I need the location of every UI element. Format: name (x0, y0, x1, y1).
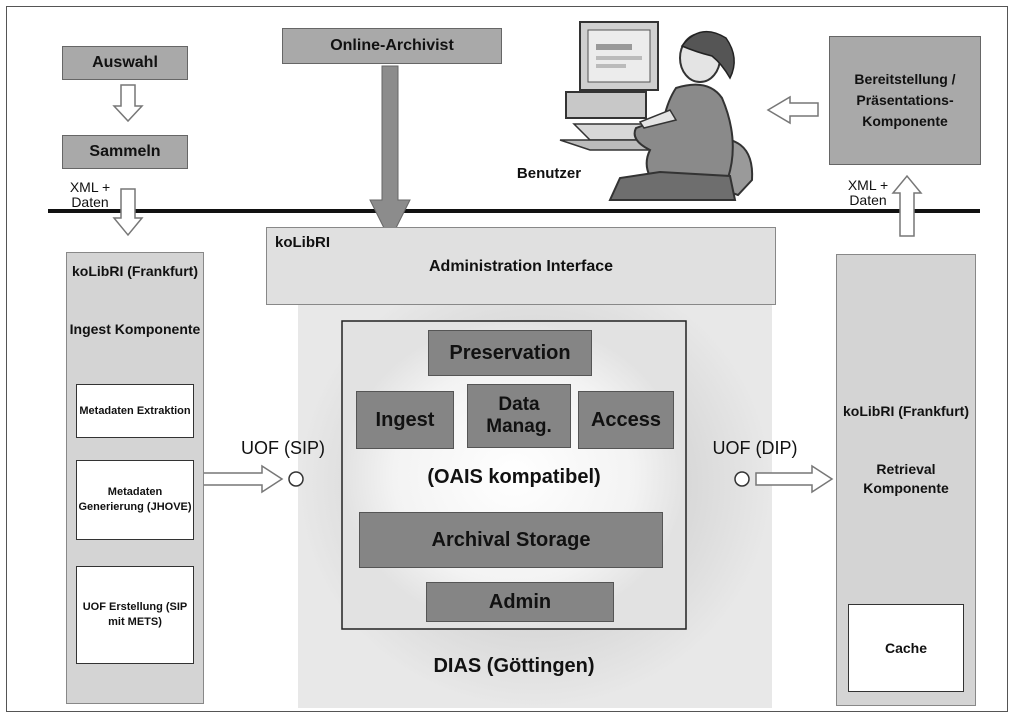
uof-dip-label: UOF (DIP) (712, 438, 798, 458)
arrow-retrieval-bereitstellung (891, 174, 923, 237)
arrow-uof-dip (755, 464, 834, 494)
xml-daten-left: XML + Daten (69, 179, 111, 211)
ingest-box: Ingest (356, 391, 454, 449)
arrow-sammeln-ingest (112, 188, 144, 237)
retrieval-column-title: koLibRI (Frankfurt) (843, 403, 969, 419)
access-box: Access (578, 391, 674, 449)
metadaten-extraktion-box: Metadaten Extraktion (76, 384, 194, 438)
arrow-uof-sip (201, 464, 284, 494)
archival-storage-box: Archival Storage (359, 512, 663, 568)
ingest-column-subtitle: Ingest Komponente (69, 321, 201, 337)
admin-interface-label: Administration Interface (428, 258, 614, 275)
uof-erstellung-box: UOF Erstellung (SIP mit METS) (76, 566, 194, 664)
user-illustration (559, 21, 754, 201)
metadaten-generierung-box: Metadaten Generierung (JHOVE) (76, 460, 194, 540)
admin-kolibri-label: koLibRI (275, 234, 330, 251)
arrow-archivist-admin (369, 65, 411, 242)
online-archivist-box: Online-Archivist (282, 28, 502, 64)
data-manag-box: Data Manag. (467, 384, 571, 448)
dias-label: DIAS (Göttingen) (433, 655, 595, 677)
admin-box: Admin (426, 582, 614, 622)
preservation-box: Preservation (428, 330, 592, 376)
oais-label: (OAIS kompatibel) (427, 466, 601, 488)
arrow-to-benutzer (766, 95, 819, 125)
dip-connector (734, 471, 750, 487)
bereitstellung-box: Bereitstellung / Präsentations-Komponent… (829, 36, 981, 165)
arrow-auswahl-sammeln (112, 84, 144, 123)
administration-interface-bar: koLibRI Administration Interface (266, 227, 776, 305)
retrieval-column-subtitle: Retrieval Komponente (863, 461, 949, 496)
auswahl-box: Auswahl (62, 46, 188, 80)
sip-connector (288, 471, 304, 487)
ingest-column-title: koLibRI (Frankfurt) (72, 263, 198, 279)
xml-daten-right: XML + Daten (847, 177, 889, 209)
sammeln-box: Sammeln (62, 135, 188, 169)
cache-box: Cache (848, 604, 964, 692)
benutzer-label: Benutzer (516, 165, 582, 182)
uof-sip-label: UOF (SIP) (241, 438, 325, 458)
